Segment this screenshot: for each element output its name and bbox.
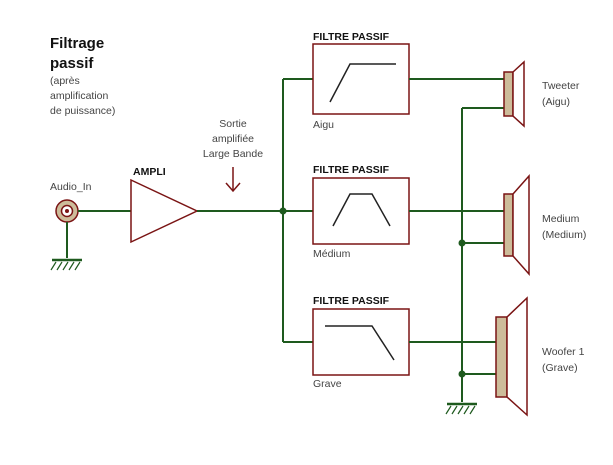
filter-label-medium: Médium bbox=[313, 248, 351, 260]
output-ground-icon bbox=[445, 402, 477, 415]
high-pass-filter-box bbox=[312, 43, 410, 115]
band-pass-filter-box bbox=[312, 177, 410, 245]
subtitle-line-2: amplification bbox=[50, 90, 109, 102]
medium-name: Medium bbox=[542, 213, 580, 225]
input-ground-icon bbox=[50, 258, 82, 271]
medium-return-node bbox=[458, 239, 466, 247]
output-note-line-2: amplifiée bbox=[212, 133, 254, 145]
medium-speaker-icon bbox=[503, 174, 530, 276]
subtitle-line-3: de puissance) bbox=[50, 105, 115, 117]
output-note-line-1: Sortie bbox=[219, 118, 247, 130]
filter-label-grave: Grave bbox=[313, 378, 342, 390]
down-arrow-icon bbox=[225, 167, 241, 193]
woofer-return-node bbox=[458, 370, 466, 378]
audio-input-jack bbox=[55, 199, 79, 223]
subtitle-line-1: (après bbox=[50, 75, 80, 87]
title-line-1: Filtrage bbox=[50, 35, 104, 52]
amp-label: AMPLI bbox=[133, 166, 166, 178]
band-pass-curve-icon bbox=[332, 193, 391, 227]
filter-header-aigu: FILTRE PASSIF bbox=[313, 31, 390, 43]
filter-header-grave: FILTRE PASSIF bbox=[313, 295, 390, 307]
filter-label-aigu: Aigu bbox=[313, 119, 334, 131]
low-pass-filter-box bbox=[312, 308, 410, 376]
woofer-speaker-icon bbox=[495, 296, 528, 417]
amplifier-triangle bbox=[130, 178, 199, 244]
bus-junction-node bbox=[279, 207, 287, 215]
output-note-line-3: Large Bande bbox=[203, 148, 263, 160]
tweeter-speaker-icon bbox=[503, 60, 525, 128]
low-pass-curve-icon bbox=[325, 325, 395, 361]
input-label: Audio_In bbox=[50, 181, 92, 193]
high-pass-curve-icon bbox=[329, 63, 396, 103]
filter-header-medium: FILTRE PASSIF bbox=[313, 164, 390, 176]
tweeter-name: Tweeter bbox=[542, 80, 580, 92]
woofer-name: Woofer 1 bbox=[542, 346, 585, 358]
woofer-band: (Grave) bbox=[542, 362, 578, 374]
title-line-2: passif bbox=[50, 55, 94, 72]
tweeter-band: (Aigu) bbox=[542, 96, 570, 108]
medium-band: (Medium) bbox=[542, 229, 586, 241]
